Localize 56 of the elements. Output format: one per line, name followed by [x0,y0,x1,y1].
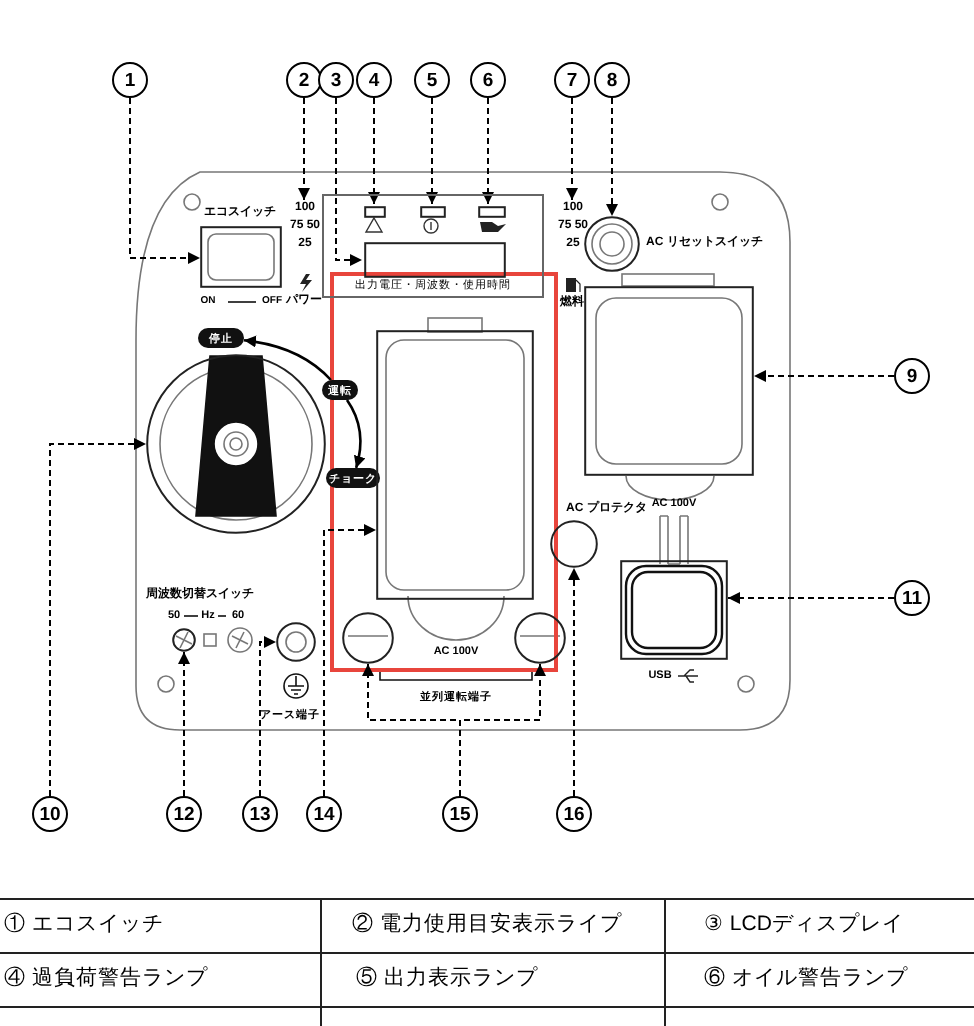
leader-line [568,567,580,797]
callout-number: 11 [894,580,930,616]
frequency-screw [172,628,196,652]
arrow [243,335,332,381]
part-name: ① エコスイッチ [4,914,164,938]
leader-line [178,651,190,797]
part-name: ④ 過負荷警告ランプ [4,968,208,992]
ground-terminal [276,622,316,662]
leader-line [727,592,895,604]
leader-line [335,97,363,266]
leader-line [49,438,147,797]
callout-number: 13 [242,796,278,832]
callout-number: 2 [286,62,322,98]
outlet-panel [376,330,534,600]
part-name: ⑥ オイル警告ランプ [704,968,908,992]
callout-number: 14 [306,796,342,832]
callout-number: 9 [894,358,930,394]
callout-number: 8 [594,62,630,98]
breaker-button [550,520,598,568]
callout-number: 12 [166,796,202,832]
leader-line [753,370,895,382]
leader-line [566,97,578,201]
eco-switch [200,226,282,288]
callout-number: 5 [414,62,450,98]
leader-line [482,97,494,205]
engine-dial [146,354,326,534]
lcd-screen [364,242,506,278]
callout-number: 15 [442,796,478,832]
warning-lamp [364,206,386,218]
part-name: ⑤ 出力表示ランプ [356,968,538,992]
arrow [345,399,366,469]
leader-line [298,97,310,201]
usb-port [620,560,728,660]
callout-number: 7 [554,62,590,98]
part-name: ③ LCDディスプレイ [704,914,904,938]
display-panel [322,194,544,298]
leader-line [426,97,438,205]
reset-button [584,216,640,272]
leader-line [459,663,546,797]
callout-number: 6 [470,62,506,98]
parallel-terminal [342,612,394,664]
leader-line [323,524,377,797]
callout-number: 3 [318,62,354,98]
callout-number: 10 [32,796,68,832]
parallel-terminal [514,612,566,664]
callout-number: 4 [356,62,392,98]
callout-number: 16 [556,796,592,832]
part-name: ② 電力使用目安表示ライプ [352,914,622,938]
leader-line [368,97,380,205]
leader-line [259,636,277,797]
outlet-cover [584,286,754,476]
leader-line [606,97,618,217]
warning-lamp [420,206,446,218]
warning-lamp [478,206,506,218]
leader-line [129,97,201,264]
callout-number: 1 [112,62,148,98]
